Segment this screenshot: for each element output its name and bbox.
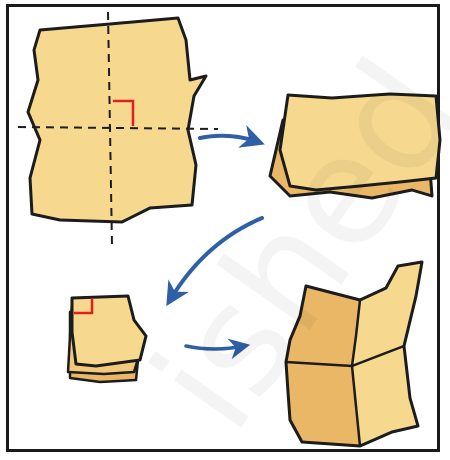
arrow-step2-to-step3 <box>170 218 262 300</box>
irregular-paper-sheet <box>28 18 206 222</box>
step4-unfolded-sheet <box>286 262 422 446</box>
quarter-layer-1 <box>72 296 146 366</box>
step2-half-folded-sheet <box>270 94 440 198</box>
arrow-step3-to-step4 <box>186 346 244 349</box>
step3-quarter-folded-sheet <box>68 296 146 382</box>
arrow-step1-to-step2 <box>200 136 258 142</box>
step1-irregular-sheet <box>18 12 218 246</box>
folded-top-layer <box>280 94 440 190</box>
